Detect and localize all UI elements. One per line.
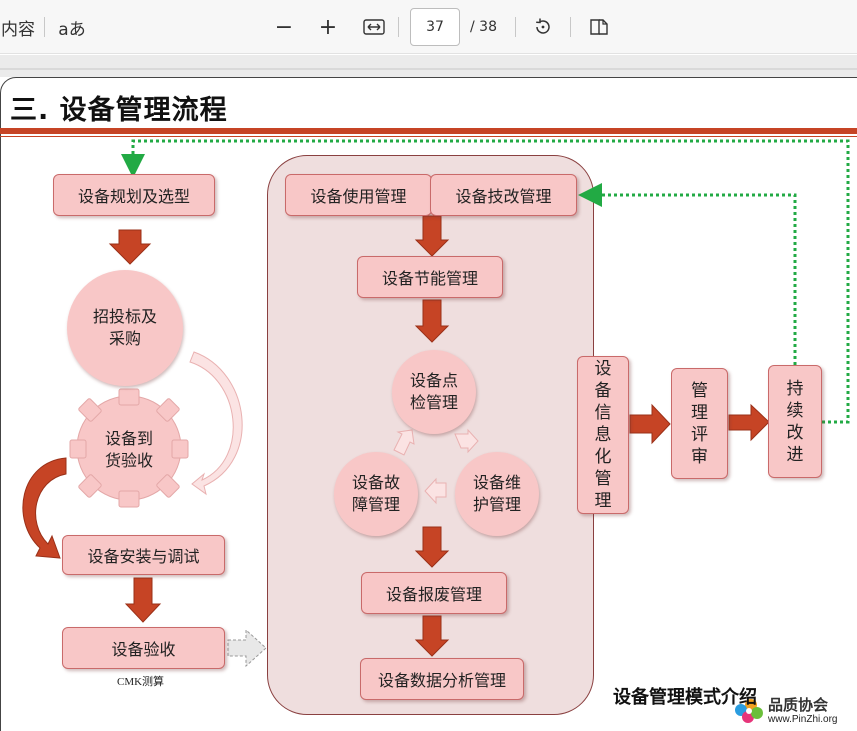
pinzhi-logo-icon	[735, 699, 763, 723]
improvement-box: 持 续 改 进	[768, 365, 822, 478]
minus-icon: −	[274, 14, 294, 40]
read-aloud-button[interactable]: aあ	[54, 0, 90, 54]
toolbar-divider	[44, 17, 45, 37]
watermark-name: 品质协会	[768, 696, 829, 714]
energy-box: 设备节能管理	[357, 256, 503, 298]
planning-box: 设备规划及选型	[53, 174, 215, 216]
rotate-icon	[536, 18, 550, 34]
zoom-out-button[interactable]: −	[268, 0, 300, 54]
arrow-usage-to-energy	[414, 215, 450, 257]
watermark-url: www.PinZhi.org	[768, 714, 838, 725]
contents-label: 内容	[1, 19, 35, 40]
usage-box: 设备使用管理	[285, 174, 432, 216]
inspection-circle: 设备点 检管理	[392, 350, 476, 434]
delivery-circle: 设备到 货验收	[104, 429, 153, 470]
cycle-arrow-failure-to-inspection	[393, 429, 415, 456]
page-view-button[interactable]	[584, 0, 614, 54]
arrow-info-to-review	[629, 403, 671, 445]
rotate-button[interactable]	[528, 0, 558, 54]
arrow-planning-to-procurement	[108, 229, 152, 265]
page-number-input[interactable]	[410, 8, 460, 46]
fit-width-icon	[363, 19, 385, 35]
retrofit-box: 设备技改管理	[430, 174, 577, 216]
acceptance-box: 设备验收	[62, 627, 225, 669]
toolbar-divider	[515, 17, 516, 37]
document-background	[0, 55, 857, 77]
previous-page-edge	[0, 68, 857, 70]
gear-icon	[69, 388, 189, 508]
arrow-install-to-acceptance	[124, 577, 162, 623]
arrow-acceptance-to-panel	[227, 628, 267, 668]
feedback-loop-to-retrofit	[578, 183, 797, 365]
scrap-box: 设备报废管理	[361, 572, 507, 614]
informatization-box: 设 备 信 息 化 管 理	[577, 356, 629, 514]
maintenance-circle: 设备维 护管理	[455, 452, 539, 536]
cycle-arrow-inspection-to-maintenance	[454, 428, 479, 454]
arrow-delivery-to-install	[22, 457, 67, 559]
failure-circle: 设备故 障管理	[334, 452, 418, 536]
arrow-scrap-to-data	[414, 615, 450, 657]
title-underline	[0, 128, 857, 134]
table-of-contents-button[interactable]: 内容	[0, 0, 36, 54]
toolbar-divider	[570, 17, 571, 37]
pdf-toolbar: 内容 aあ − + / 38	[0, 0, 857, 54]
cmk-caption: CMK测算	[117, 676, 165, 688]
arrow-energy-to-inspection	[414, 299, 450, 343]
slide-title: 三. 设备管理流程	[10, 95, 228, 126]
install-box: 设备安装与调试	[62, 535, 225, 575]
arrow-review-to-improvement	[728, 403, 770, 442]
page-view-icon	[590, 19, 608, 35]
return-curve-arrow	[189, 351, 243, 496]
arrow-cycle-to-scrap	[414, 526, 450, 568]
toolbar-divider	[398, 17, 399, 37]
cycle-arrow-maintenance-to-failure	[424, 477, 447, 505]
review-box: 管 理 评 审	[671, 368, 728, 479]
zoom-in-button[interactable]: +	[312, 0, 344, 54]
read-aloud-label: aあ	[58, 19, 86, 40]
title-underline-thin	[0, 136, 857, 137]
data-analysis-box: 设备数据分析管理	[360, 658, 524, 700]
feedback-loop-to-planning	[121, 139, 850, 424]
fit-width-button[interactable]	[358, 0, 390, 54]
footer-title: 设备管理模式介绍	[613, 687, 757, 708]
plus-icon: +	[318, 14, 338, 40]
procurement-circle: 招投标及 采购	[67, 270, 183, 386]
page-total: / 38	[470, 19, 497, 35]
